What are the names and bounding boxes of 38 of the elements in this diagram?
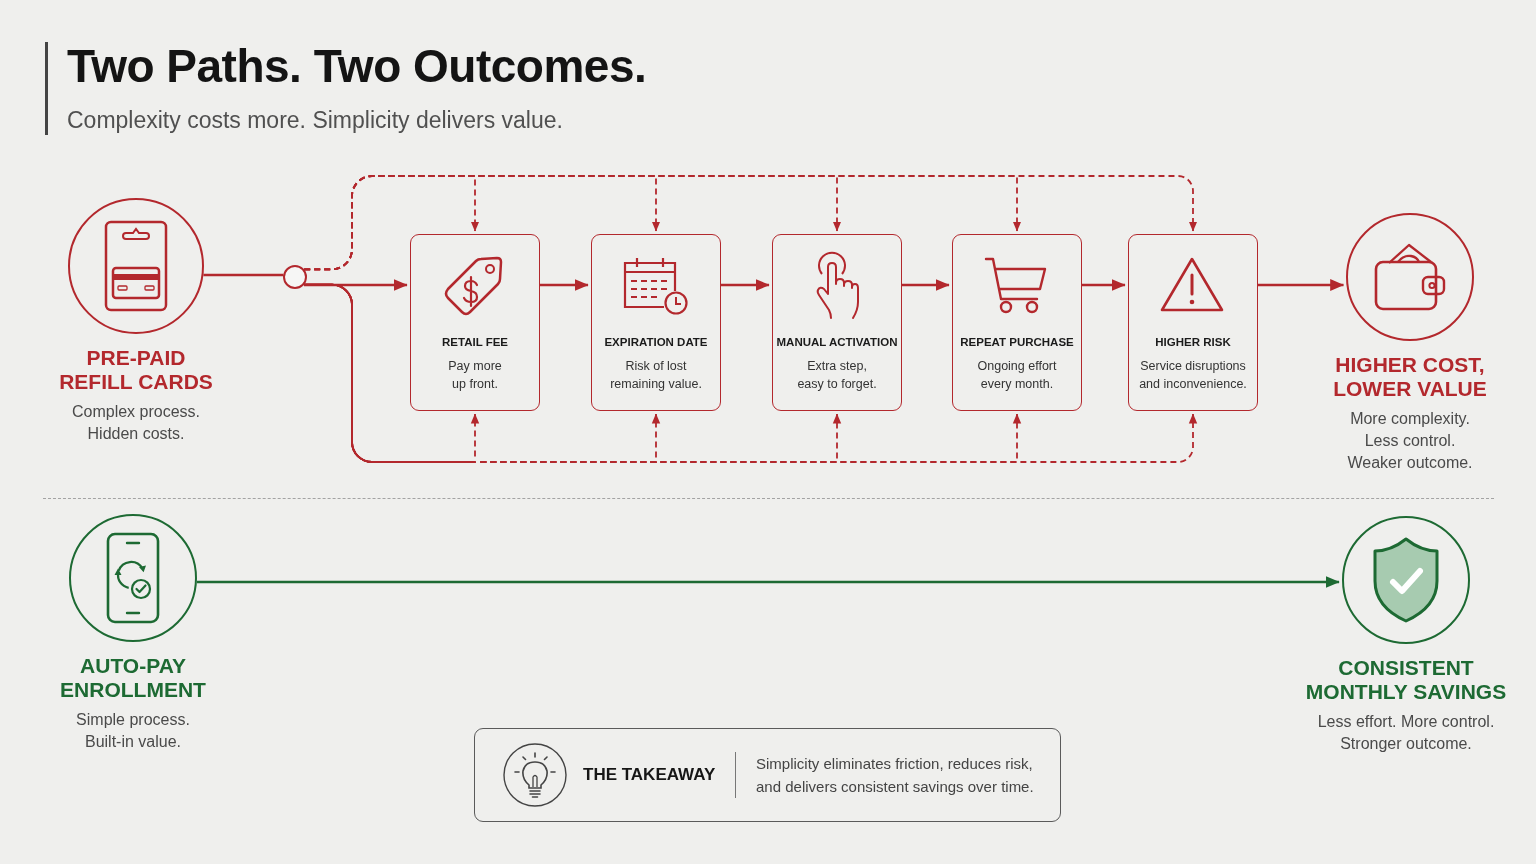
dashed-arrow (303, 283, 1198, 463)
arrow (1082, 279, 1126, 291)
step-title: MANUAL ACTIVATION (776, 335, 898, 350)
step-description: Ongoing effort every month. (976, 358, 1058, 393)
path-title: AUTO-PAY ENROLLMENT (59, 654, 207, 702)
arrow (1258, 279, 1345, 291)
step-card (952, 234, 1082, 411)
connector-line (203, 273, 284, 277)
junction-node (283, 265, 307, 289)
path-title: PRE-PAID REFILL CARDS (58, 346, 214, 394)
dashed-arrow (303, 175, 1198, 271)
arrow (721, 279, 770, 291)
outcome-title: HIGHER COST, LOWER VALUE (1332, 353, 1488, 401)
outcome-title: CONSISTENT MONTHLY SAVINGS (1304, 656, 1508, 704)
takeaway-text: Simplicity eliminates friction, reduces risk, and delivers consistent savings over time. (756, 754, 1035, 797)
arrow (540, 279, 589, 291)
takeaway-panel (474, 728, 1061, 822)
page-title: Two Paths. Two Outcomes. (67, 39, 647, 94)
step-title: EXPIRATION DATE (604, 335, 708, 350)
path-description: Simple process. Built-in value. (75, 710, 191, 752)
step-title: RETAIL FEE (442, 335, 508, 350)
step-card (410, 234, 540, 411)
step-title: HIGHER RISK (1155, 335, 1231, 350)
arrow (196, 576, 1340, 588)
arrow (902, 279, 950, 291)
step-title: REPEAT PURCHASE (960, 335, 1074, 350)
step-description: Pay more up front. (447, 358, 503, 393)
step-description: Service disruptions and inconvenience. (1138, 358, 1248, 393)
outcome-description: More complexity. Less control. Weaker outcome. (1346, 409, 1474, 473)
path-description: Complex process. Hidden costs. (70, 402, 201, 444)
step-card (1128, 234, 1258, 411)
step-description: Risk of lost remaining value. (609, 358, 703, 393)
takeaway-title: THE TAKEAWAY (583, 764, 716, 786)
step-description: Extra step, easy to forget. (796, 358, 878, 393)
step-card (591, 234, 721, 411)
outcome-description: Less effort. More control. Stronger outcome. (1316, 712, 1496, 754)
step-card (772, 234, 902, 411)
subtitle: Complexity costs more. Simplicity delivers value. (67, 107, 563, 134)
